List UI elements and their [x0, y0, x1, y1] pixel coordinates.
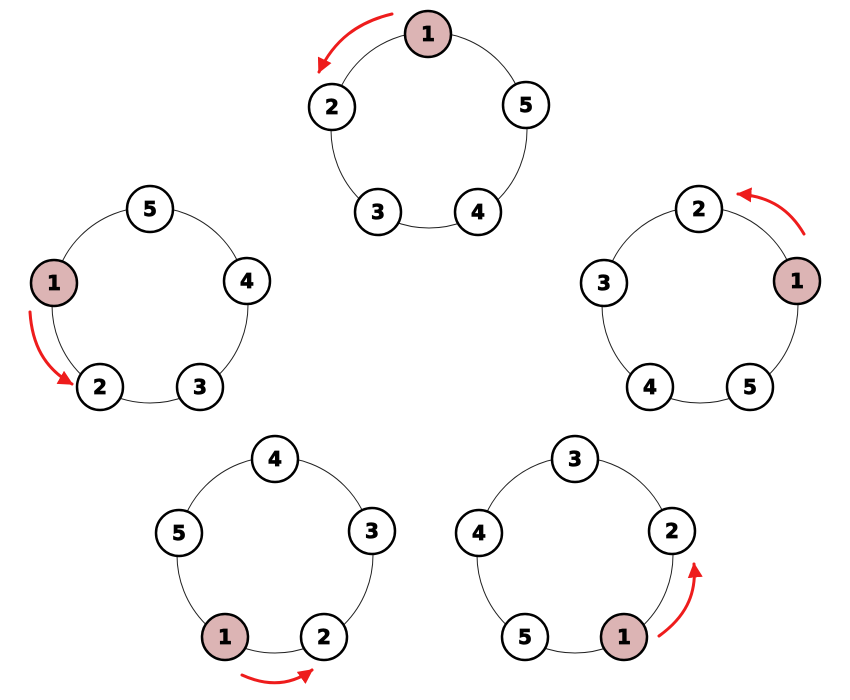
node-label: 1	[421, 22, 435, 46]
node-circle	[625, 362, 675, 412]
node-label: 4	[471, 200, 485, 224]
node-circle	[599, 612, 649, 662]
node-4: 4	[625, 362, 675, 412]
node-circle	[175, 362, 225, 412]
node-label: 2	[93, 375, 107, 399]
node-label: 1	[790, 269, 804, 293]
node-5: 5	[725, 362, 775, 412]
ring-bottom-left: 4 5 1 2 3	[154, 434, 397, 685]
node-label: 5	[519, 93, 533, 117]
node-5: 5	[500, 612, 550, 662]
node-circle	[353, 187, 403, 237]
node-3: 3	[579, 258, 629, 308]
node-5: 5	[154, 508, 204, 558]
node-circle	[647, 506, 697, 556]
node-circle	[29, 258, 79, 308]
node-label: 2	[317, 625, 331, 649]
node-label: 3	[193, 375, 207, 399]
node-label: 4	[472, 521, 486, 545]
node-3: 3	[353, 187, 403, 237]
node-3: 3	[347, 506, 397, 556]
node-circle	[299, 612, 349, 662]
node-circle	[454, 508, 504, 558]
node-2: 2	[299, 612, 349, 662]
node-5: 5	[125, 184, 175, 234]
node-1: 1	[200, 612, 250, 662]
rotation-arrow	[240, 668, 314, 685]
node-circle	[200, 612, 250, 662]
node-2: 2	[674, 184, 724, 234]
node-1: 1	[599, 612, 649, 662]
node-circle	[579, 258, 629, 308]
node-label: 3	[597, 271, 611, 295]
node-1: 1	[403, 9, 453, 59]
node-3: 3	[550, 434, 600, 484]
node-circle	[772, 256, 822, 306]
node-circle	[307, 82, 357, 132]
ring-left: 5 1 2 3 4	[28, 184, 272, 412]
node-circle	[725, 362, 775, 412]
node-2: 2	[647, 506, 697, 556]
node-label: 1	[218, 625, 232, 649]
node-circle	[403, 9, 453, 59]
node-circle	[75, 362, 125, 412]
node-circle	[453, 187, 503, 237]
node-4: 4	[453, 187, 503, 237]
node-label: 3	[365, 519, 379, 543]
rotation-arrow	[657, 562, 703, 638]
node-5: 5	[501, 80, 551, 130]
node-4: 4	[454, 508, 504, 558]
node-4: 4	[250, 434, 300, 484]
node-circle	[222, 256, 272, 306]
node-label: 2	[325, 95, 339, 119]
node-label: 2	[665, 519, 679, 543]
node-circle	[154, 508, 204, 558]
node-label: 1	[617, 625, 631, 649]
node-circle	[674, 184, 724, 234]
node-label: 1	[47, 271, 61, 295]
node-label: 5	[143, 197, 157, 221]
node-label: 2	[692, 197, 706, 221]
node-circle	[501, 80, 551, 130]
node-label: 3	[568, 447, 582, 471]
node-2: 2	[307, 82, 357, 132]
node-label: 4	[240, 269, 254, 293]
node-label: 5	[518, 625, 532, 649]
node-2: 2	[75, 362, 125, 412]
node-circle	[500, 612, 550, 662]
node-circle	[250, 434, 300, 484]
ring-right: 2 3 4 5 1	[579, 184, 822, 412]
node-label: 5	[172, 521, 186, 545]
ring-bottom-right: 3 4 5 1 2	[454, 434, 703, 662]
node-1: 1	[772, 256, 822, 306]
node-circle	[550, 434, 600, 484]
node-circle	[347, 506, 397, 556]
node-label: 5	[743, 375, 757, 399]
node-3: 3	[175, 362, 225, 412]
rotation-arrow	[28, 310, 74, 386]
rotation-arrow	[736, 187, 806, 236]
node-label: 4	[268, 447, 282, 471]
node-label: 3	[371, 200, 385, 224]
node-1: 1	[29, 258, 79, 308]
node-label: 4	[643, 375, 657, 399]
node-4: 4	[222, 256, 272, 306]
node-circle	[125, 184, 175, 234]
rotation-arrow	[317, 12, 394, 74]
ring-top: 1 2 3 4 5	[307, 9, 551, 237]
